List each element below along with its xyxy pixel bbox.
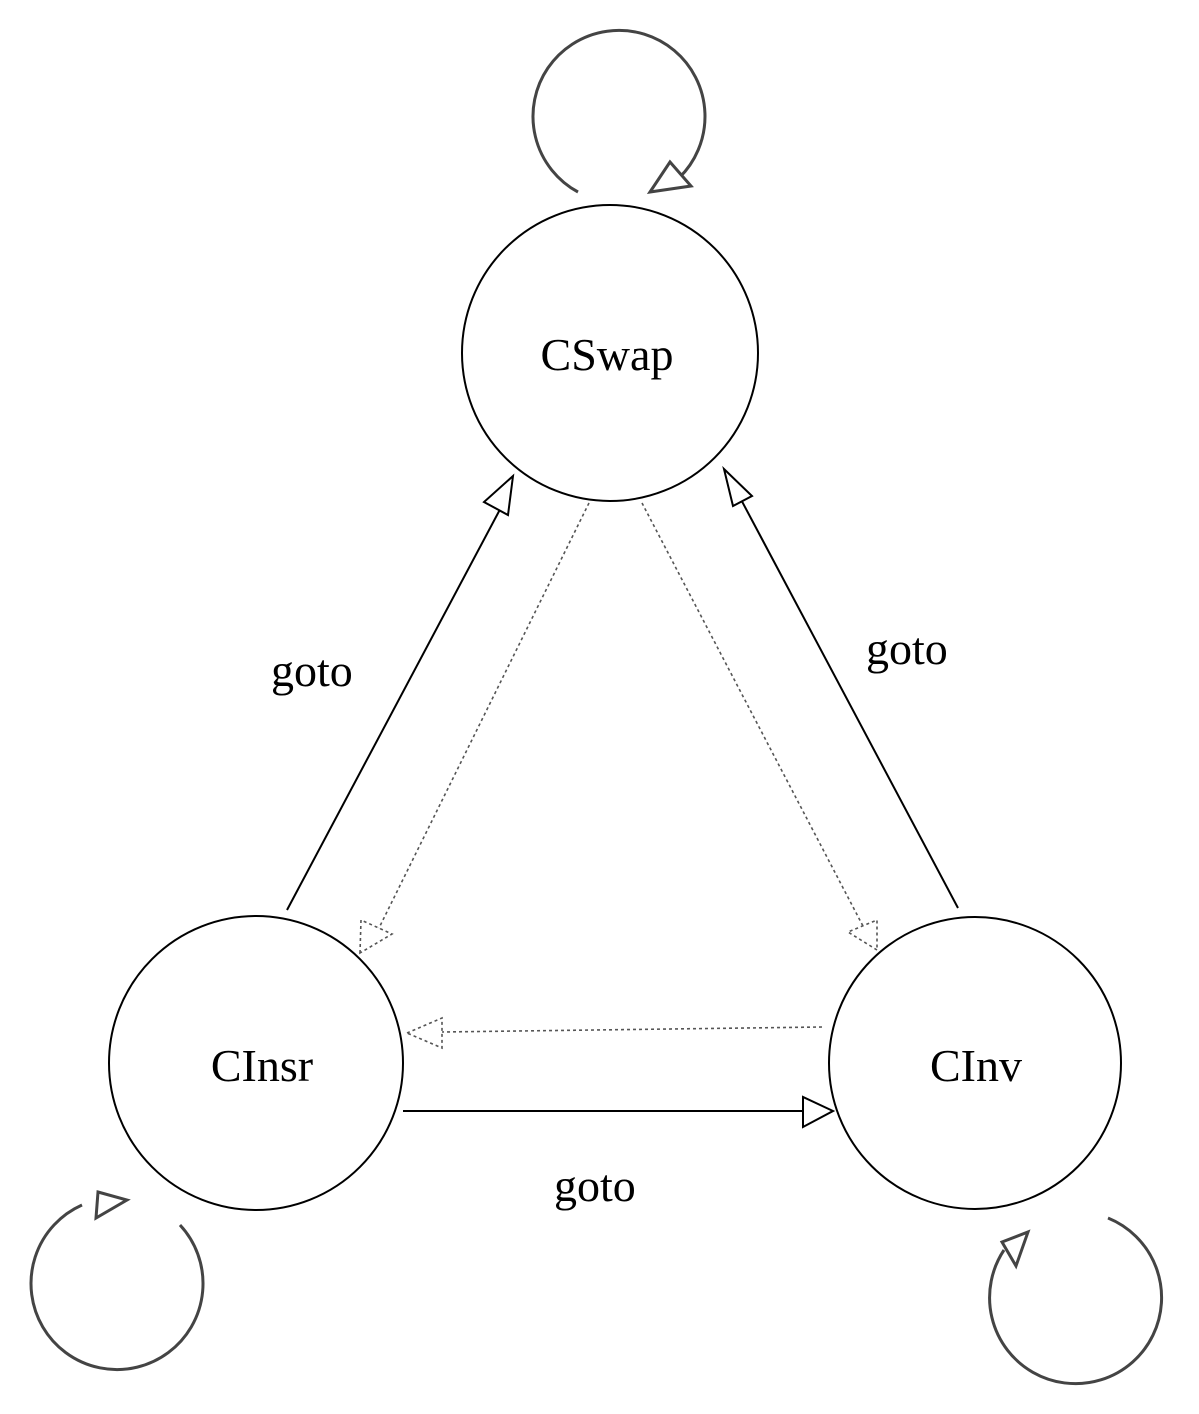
self-loop-cinv bbox=[988, 1216, 1164, 1386]
node-cinsr: CInsr bbox=[108, 915, 404, 1211]
node-label-cinv: CInv bbox=[930, 1040, 1022, 1091]
edge-label-cinv-to-cswap: goto bbox=[866, 623, 948, 674]
edge-label-cinsr-to-cinv: goto bbox=[554, 1160, 636, 1211]
edge-label-cinsr-to-cswap: goto bbox=[271, 645, 353, 696]
edge-cinv-to-cinsr bbox=[404, 1016, 823, 1050]
node-label-cinsr: CInsr bbox=[211, 1040, 313, 1091]
edge-cinv-to-cswap bbox=[722, 465, 959, 909]
edge-cswap-to-cinsr bbox=[359, 502, 590, 955]
edge-cinsr-to-cinv bbox=[403, 1095, 836, 1129]
node-cswap: CSwap bbox=[461, 204, 759, 502]
edge-cswap-to-cinv bbox=[641, 502, 878, 952]
node-label-cswap: CSwap bbox=[541, 329, 674, 380]
self-loop-cswap bbox=[531, 28, 707, 194]
self-loop-cinsr bbox=[29, 1190, 205, 1372]
edge-cinsr-to-cswap bbox=[286, 473, 515, 911]
node-cinv: CInv bbox=[828, 916, 1122, 1210]
